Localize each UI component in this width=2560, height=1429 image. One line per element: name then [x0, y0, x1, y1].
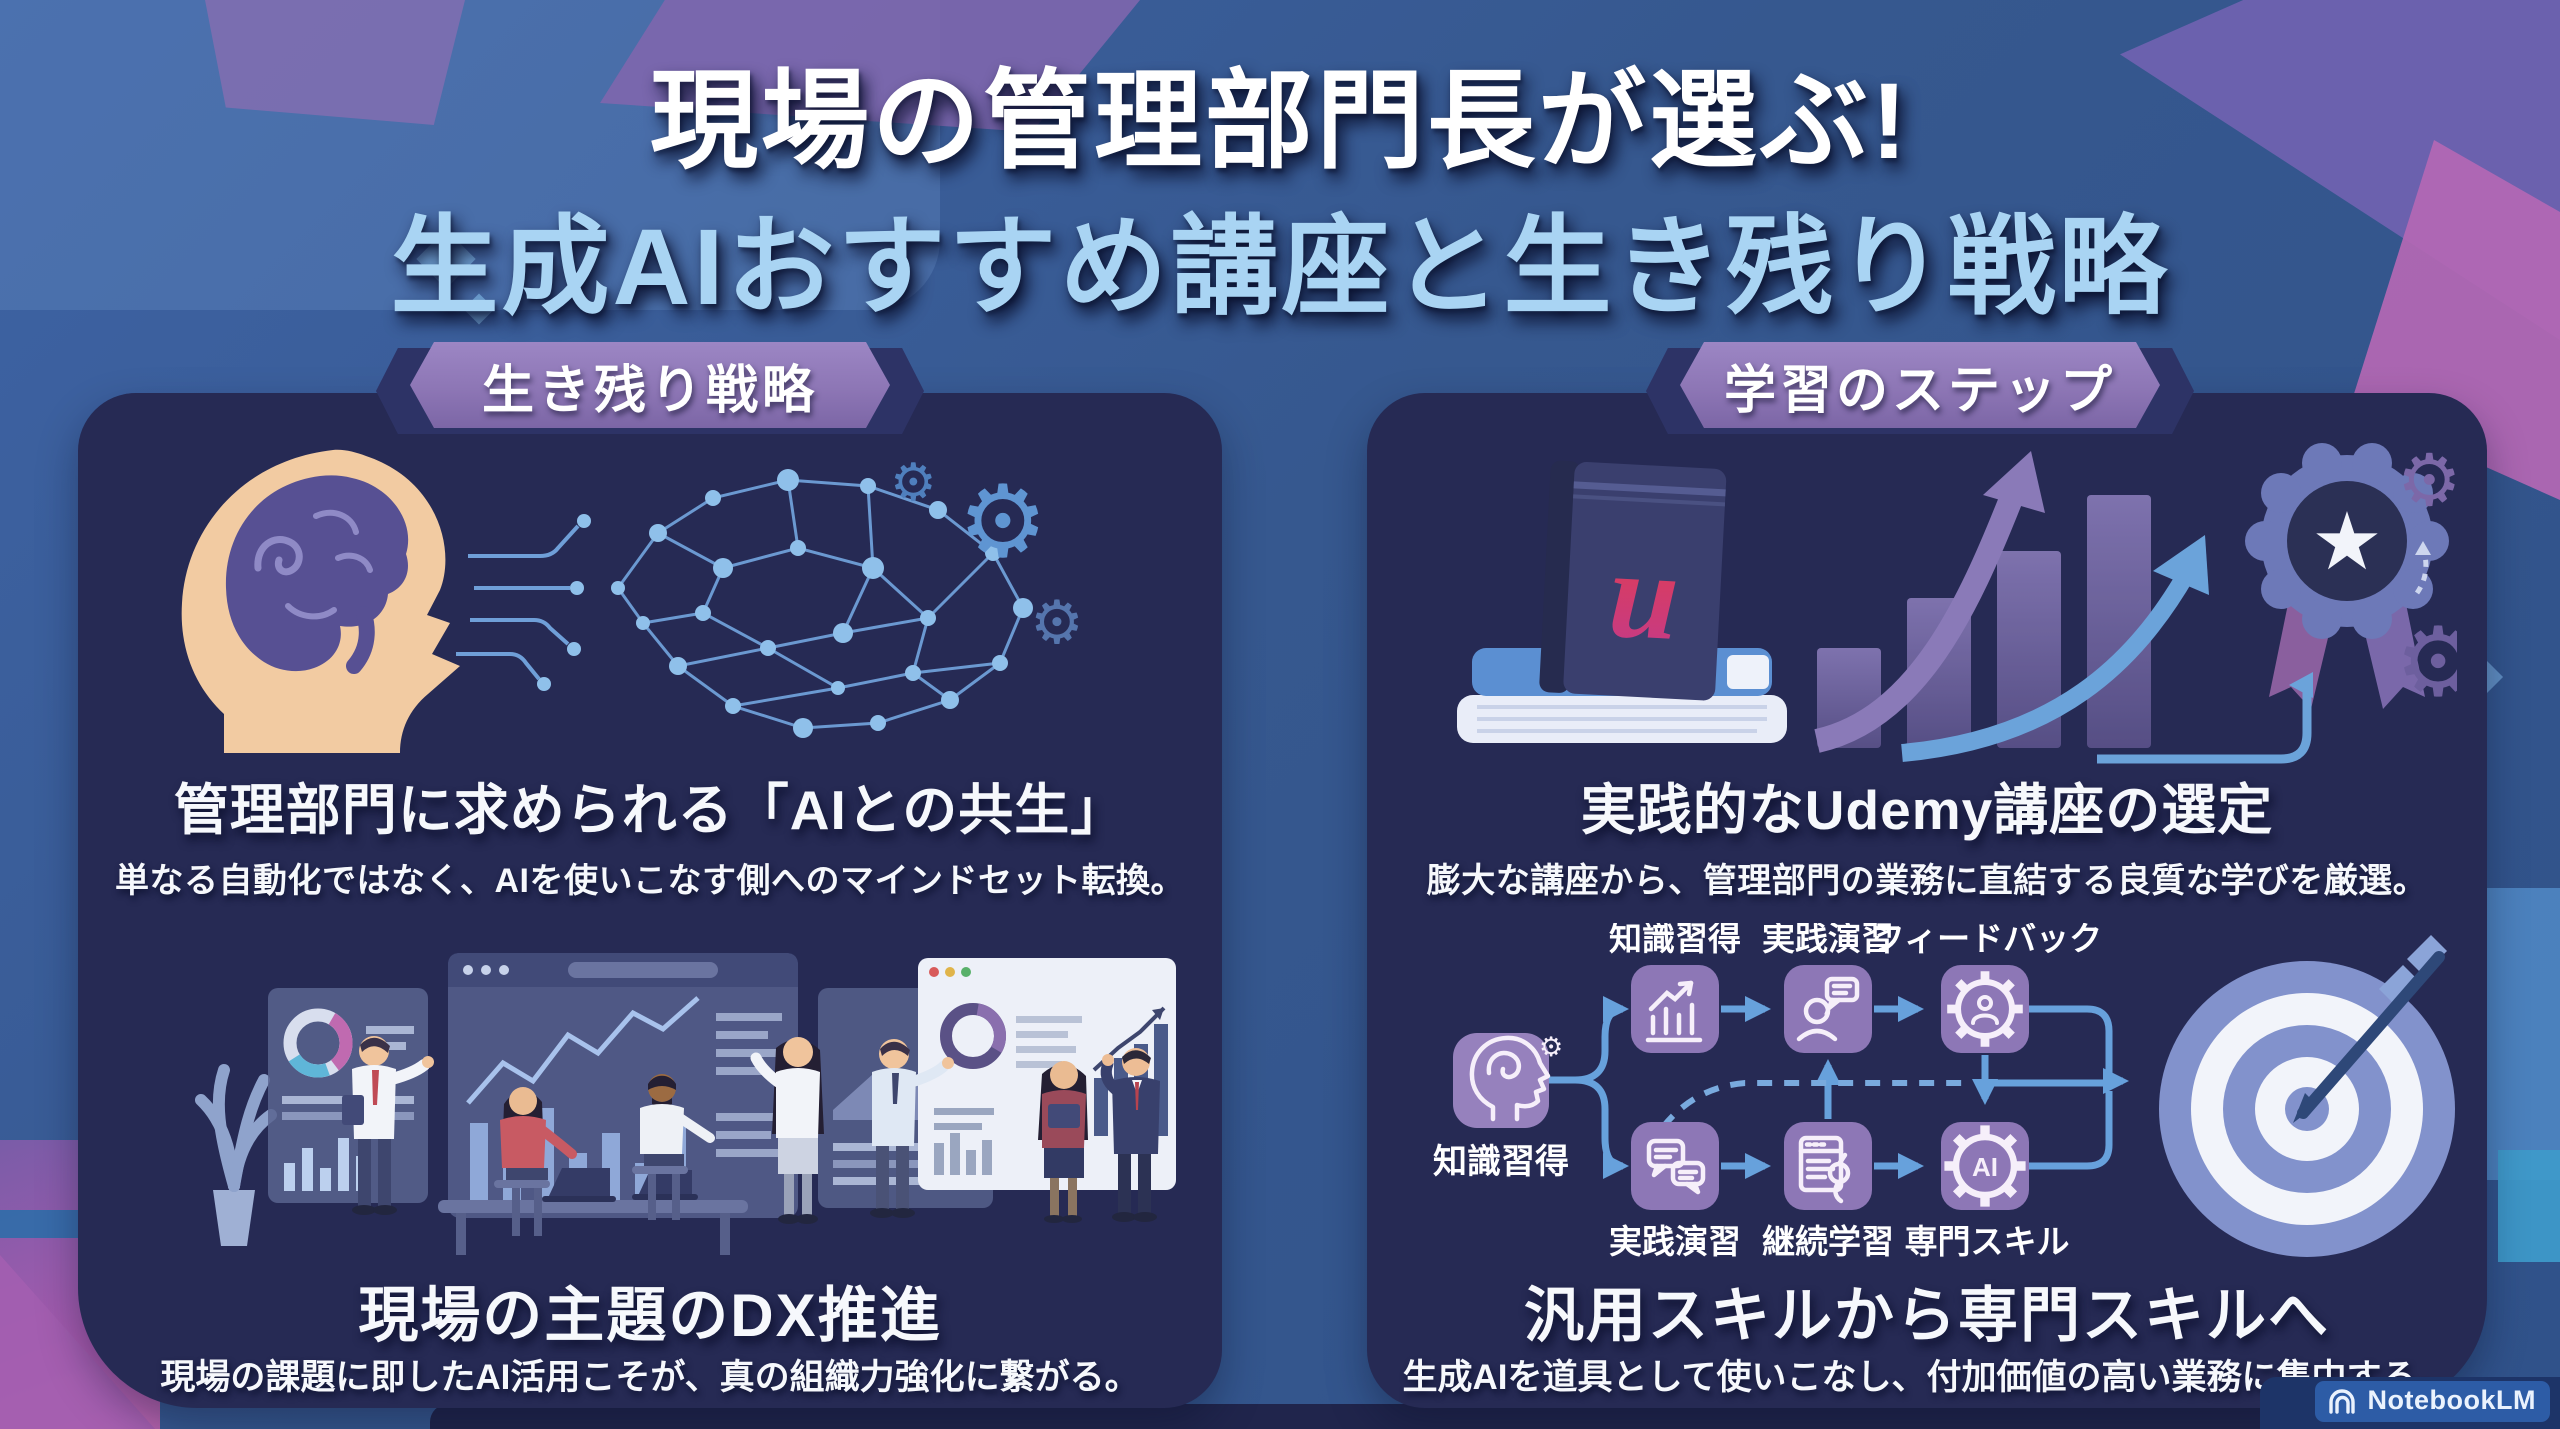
left-heading-1: 管理部門に求められる「AIとの共生」 [173, 779, 1127, 841]
gear-icon: ⚙ [1030, 589, 1084, 656]
gear-icon: ⚙ [1539, 1032, 1563, 1062]
notebooklm-watermark: NotebookLM [2314, 1381, 2550, 1422]
brain-head-icon [1469, 1035, 1551, 1122]
chat-bubbles-icon [1646, 1138, 1706, 1195]
udemy-growth-illustration: u [1457, 441, 2457, 764]
flow-label: 実践演習 [1762, 923, 1894, 957]
flow-label: 知識習得 [1609, 923, 1741, 957]
team-dx-illustration [195, 953, 1176, 1255]
left-heading-2: 現場の主題のDX推進 [358, 1282, 942, 1349]
person [750, 1037, 824, 1224]
network-brain-icon: ⚙ ⚙ ⚙ [611, 454, 1084, 738]
left-description-1: 単なる自動化ではなく、AIを使いこなす側へのマインドセット転換。 [115, 862, 1185, 900]
flow-label: フィードバック [1872, 923, 2102, 957]
head-profile-icon [181, 449, 460, 753]
flow-node [1784, 1122, 1872, 1210]
person [632, 1074, 715, 1220]
target-icon [2159, 935, 2455, 1257]
gear-person-icon [1947, 971, 2023, 1047]
main-title-line2: 生成AIおすすめ講座と生き残り戦略 [390, 206, 2170, 327]
watermark-label: NotebookLM [2367, 1385, 2536, 1415]
svg-text:AI: AI [1972, 1152, 1998, 1182]
person [342, 1036, 434, 1215]
loop-arrow [2097, 672, 2313, 764]
udemy-books-icon: u [1457, 460, 1787, 743]
flow-node: AI [1941, 1122, 2029, 1210]
flow-label: 継続学習 [1762, 1223, 1894, 1260]
bg-navy-strip [430, 1404, 2560, 1429]
star-icon: ★ [2311, 497, 2383, 586]
person-speech-icon [1796, 976, 1860, 1042]
laptop-icon [542, 1168, 616, 1202]
left-panel-badge: 生き残り戦略 [376, 342, 924, 434]
left-description-2: 現場の課題に即したAI活用こそが、真の組織力強化に繋がる。 [160, 1358, 1140, 1397]
learning-steps-panel: u [1367, 393, 2487, 1408]
right-panel-badge: 学習のステップ [1646, 342, 2194, 434]
flow-dashed-connector [1660, 1080, 1973, 1129]
right-description-1: 膨大な講座から、管理部門の業務に直結する良質な学びを厳選。 [1426, 862, 2428, 900]
person [1038, 1061, 1088, 1223]
rising-arrow [1814, 451, 2209, 762]
bg-blue-band [2486, 888, 2560, 1180]
flow-node-start: ⚙ 知識習得 [1433, 1032, 1569, 1181]
survival-strategy-panel: ⚙ ⚙ ⚙ 管理部門に求められる「AIとの共生」 単なる自動化ではなく、AIを使… [78, 393, 1222, 1408]
person [1100, 1048, 1160, 1222]
person [870, 1039, 954, 1218]
badge-label: 学習のステップ [1723, 361, 2116, 420]
dashboard-screen [448, 953, 798, 1218]
person [494, 1087, 577, 1236]
award-ribbon-icon: ★ [2245, 443, 2449, 709]
flow-label: 専門スキル [1905, 1223, 2070, 1260]
flow-label: 知識習得 [1433, 1143, 1569, 1181]
growth-chart-icon [1645, 980, 1703, 1043]
flow-label: 実践演習 [1609, 1223, 1741, 1260]
growth-bars [1817, 495, 2151, 748]
circuit-lines [456, 514, 591, 691]
right-heading-1: 実践的なUdemy講座の選定 [1580, 779, 2274, 841]
bg-purple-shape [205, 0, 465, 125]
plant-icon [195, 1064, 277, 1246]
flow-node [1631, 1122, 1719, 1210]
flow-node [1631, 965, 1719, 1053]
gear-icon: ⚙ [2397, 441, 2457, 521]
ai-gear-icon: AI [1944, 1125, 2025, 1206]
human-ai-brain-illustration: ⚙ ⚙ ⚙ [181, 449, 1084, 753]
flow-node [1941, 965, 2029, 1053]
gear-icon: ⚙ [2395, 609, 2457, 716]
udemy-logo-letter: u [1606, 525, 1683, 666]
gear-icon: ⚙ [890, 454, 937, 512]
bg-teal-band [2498, 1150, 2560, 1262]
document-pen-icon [1798, 1135, 1851, 1204]
notebooklm-logo-icon [2328, 1388, 2355, 1414]
right-heading-2: 汎用スキルから専門スキルへ [1524, 1282, 2330, 1349]
badge-label: 生き残り戦略 [481, 361, 818, 420]
flow-node [1784, 965, 1872, 1053]
gear-icon: ⚙ [958, 466, 1048, 578]
main-title-line1: 現場の管理部門長が選ぶ! [650, 60, 1910, 181]
learning-flowchart: ⚙ 知識習得 知識習得 実践演習 フィードバック [1433, 923, 2455, 1260]
flow-connectors [1549, 996, 2123, 1179]
